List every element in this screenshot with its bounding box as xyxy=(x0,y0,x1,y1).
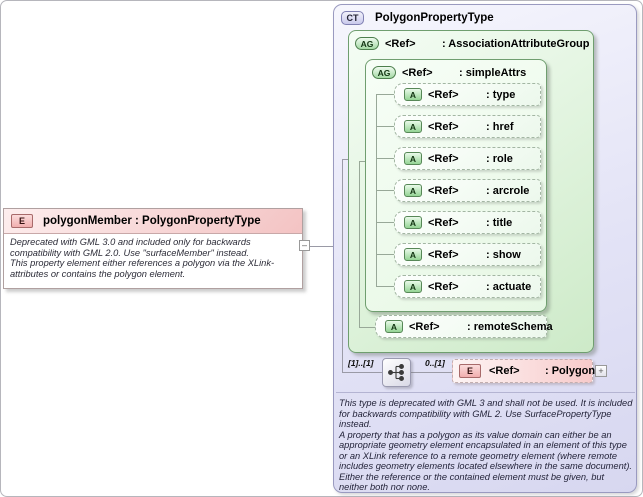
attribute-name: : actuate xyxy=(486,280,532,293)
attribute-name: : arcrole xyxy=(486,184,530,197)
attribute-badge: A xyxy=(404,120,422,133)
attributegroup-header: AG <Ref> : AssociationAttributeGroup xyxy=(349,31,593,50)
attribute-box-arcrole[interactable]: A <Ref> : arcrole xyxy=(394,179,541,202)
ref-label: <Ref> xyxy=(428,120,459,133)
connector-line xyxy=(376,286,394,287)
connector-line xyxy=(359,161,360,327)
complextype-annotation-p1: This type is deprecated with GML 3 and s… xyxy=(339,398,633,429)
connector-line xyxy=(376,94,394,95)
complextype-annotation-p2: A property that has a polygon as its val… xyxy=(339,429,633,493)
element-annotation-p2: This property element either references … xyxy=(10,258,275,279)
sequence-glyph xyxy=(388,364,404,381)
attribute-badge: A xyxy=(404,280,422,293)
attribute-name: : href xyxy=(486,120,514,133)
connector-line xyxy=(342,372,382,373)
connector-line xyxy=(376,190,394,191)
attribute-box-href[interactable]: A <Ref> : href xyxy=(394,115,541,138)
attribute-badge: A xyxy=(404,152,422,165)
connector-line xyxy=(376,254,394,255)
attributegroup-box-AssociationAttributeGroup[interactable]: AG <Ref> : AssociationAttributeGroup AG … xyxy=(348,30,594,353)
connector-line xyxy=(342,159,349,160)
attribute-box-remoteSchema[interactable]: A <Ref> : remoteSchema xyxy=(375,315,553,338)
complextype-badge: CT xyxy=(341,11,364,25)
ref-label: <Ref> xyxy=(428,216,459,229)
attributegroup-box-simpleAttrs[interactable]: AG <Ref> : simpleAttrs A <Ref> : type xyxy=(365,59,547,312)
element-header: E polygonMember : PolygonPropertyType xyxy=(4,209,302,234)
element-box-Polygon[interactable]: E <Ref> : Polygon xyxy=(452,359,596,383)
ref-label: <Ref> xyxy=(428,248,459,261)
element-annotation-p1: Deprecated with GML 3.0 and included onl… xyxy=(10,237,251,258)
attributegroup-name: : simpleAttrs xyxy=(459,66,527,79)
attribute-name: : title xyxy=(486,216,513,229)
expand-button[interactable]: + xyxy=(595,365,607,377)
element-badge: E xyxy=(11,214,33,228)
attribute-badge: A xyxy=(404,248,422,261)
annotation-separator xyxy=(336,392,635,393)
attribute-badge: A xyxy=(385,320,403,333)
attribute-box-role[interactable]: A <Ref> : role xyxy=(394,147,541,170)
complextype-box-PolygonPropertyType[interactable]: CT PolygonPropertyType AG <Ref> : Associ… xyxy=(333,4,637,493)
attributegroup-badge: AG xyxy=(355,37,379,50)
attribute-name: : show xyxy=(486,248,521,261)
attribute-badge: A xyxy=(404,184,422,197)
connector-line xyxy=(411,372,452,373)
connector-line xyxy=(342,159,343,373)
attribute-box-type[interactable]: A <Ref> : type xyxy=(394,83,541,106)
attributegroup-badge: AG xyxy=(372,66,396,79)
attributegroup-header: AG <Ref> : simpleAttrs xyxy=(366,60,546,79)
ref-label: <Ref> xyxy=(402,66,433,79)
occurrence-label-sequence: [1]..[1] xyxy=(348,358,374,368)
complextype-annotation: This type is deprecated with GML 3 and s… xyxy=(339,395,633,493)
attribute-box-show[interactable]: A <Ref> : show xyxy=(394,243,541,266)
ref-label: <Ref> xyxy=(385,37,416,50)
element-title: polygonMember : PolygonPropertyType xyxy=(43,215,261,227)
connector-line xyxy=(376,126,394,127)
ref-label: <Ref> xyxy=(428,152,459,165)
ref-label: <Ref> xyxy=(428,280,459,293)
sequence-icon[interactable] xyxy=(382,358,411,387)
attribute-name: : type xyxy=(486,88,516,101)
attribute-name: : remoteSchema xyxy=(467,320,553,333)
ref-label: <Ref> xyxy=(428,184,459,197)
attributegroup-name: : AssociationAttributeGroup xyxy=(442,37,590,50)
connector-line xyxy=(359,161,365,162)
ref-label: <Ref> xyxy=(409,320,440,333)
attribute-badge: A xyxy=(404,88,422,101)
element-name: : Polygon xyxy=(545,365,596,377)
occurrence-label-polygon: 0..[1] xyxy=(425,358,445,368)
connector-line xyxy=(308,246,341,247)
complextype-header: CT PolygonPropertyType xyxy=(334,5,636,25)
element-badge: E xyxy=(459,364,481,378)
ref-label: <Ref> xyxy=(489,365,520,377)
connector-line xyxy=(376,222,394,223)
attribute-badge: A xyxy=(404,216,422,229)
attribute-box-title[interactable]: A <Ref> : title xyxy=(394,211,541,234)
ref-label: <Ref> xyxy=(428,88,459,101)
connector-line xyxy=(376,158,394,159)
element-box-polygonMember[interactable]: E polygonMember : PolygonPropertyType De… xyxy=(3,208,303,289)
complextype-title: PolygonPropertyType xyxy=(375,12,494,24)
collapse-handle[interactable]: – xyxy=(299,240,310,251)
attribute-box-actuate[interactable]: A <Ref> : actuate xyxy=(394,275,541,298)
element-annotation: Deprecated with GML 3.0 and included onl… xyxy=(4,234,302,282)
connector-line xyxy=(359,327,375,328)
attribute-name: : role xyxy=(486,152,513,165)
